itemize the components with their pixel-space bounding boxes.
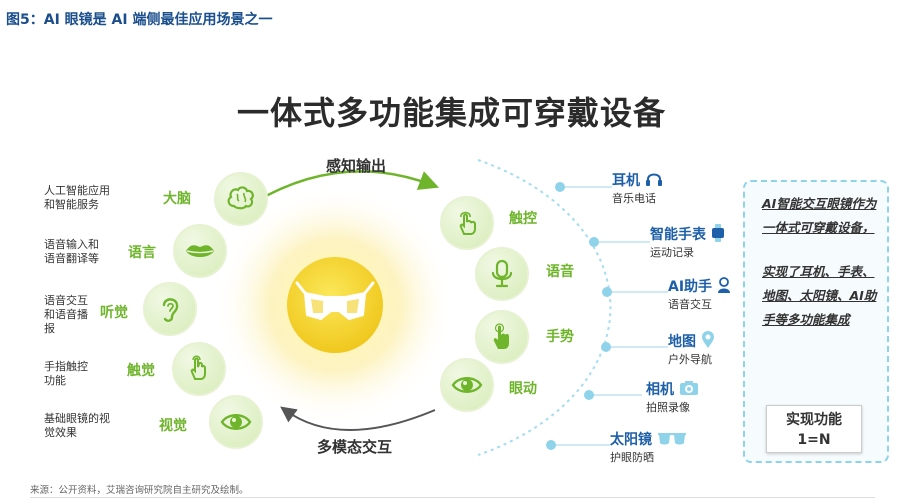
left-item-4-line-2: 功能	[44, 374, 66, 387]
left-item-4-label: 触觉	[127, 363, 155, 379]
left-item-3-line-3: 报	[44, 322, 55, 335]
left-item-5-desc: 基础眼镜的视 觉效果	[44, 412, 110, 440]
feature-assistant: AI助手 语音交互	[668, 276, 731, 312]
feature-watch-sub: 运动记录	[650, 246, 694, 259]
assistant-icon	[718, 277, 731, 293]
right-item-2-label: 语音	[546, 264, 574, 280]
footer-divider	[30, 497, 875, 498]
left-item-4-desc: 手指触控 功能	[44, 360, 88, 388]
headphones-icon	[646, 173, 663, 186]
function-box-line-1: 实现功能	[786, 412, 842, 428]
feature-headphones-sub: 音乐电话	[612, 192, 656, 205]
main-title: 一体式多功能集成可穿戴设备	[236, 94, 666, 132]
left-item-3-label: 听觉	[100, 305, 128, 321]
sunglasses-icon	[658, 433, 687, 445]
ear-icon	[143, 282, 197, 336]
feature-map: 地图 户外导航	[668, 331, 715, 367]
bottom-arrow	[280, 406, 436, 431]
gesture-hand-icon	[475, 310, 529, 364]
top-arrow	[249, 170, 440, 207]
right-item-3-label: 手势	[546, 329, 574, 345]
left-item-3-line-1: 语音交互	[44, 294, 88, 307]
feature-assistant-sub: 语音交互	[668, 298, 712, 311]
map-pin-icon	[702, 331, 715, 348]
feature-sunglasses-title: 太阳镜	[610, 432, 652, 448]
figure-title: 图5：AI 眼镜是 AI 端侧最佳应用场景之一	[6, 12, 273, 28]
feature-watch: 智能手表 运动记录	[650, 224, 725, 260]
left-item-5-label: 视觉	[159, 418, 187, 434]
left-item-2-line-1: 语音输入和	[44, 238, 99, 251]
eye-icon-left	[209, 395, 263, 449]
function-box-line-2: 1=N	[797, 432, 831, 448]
touch-finger-icon	[440, 196, 494, 250]
feature-headphones: 耳机 音乐电话	[612, 170, 663, 206]
left-item-2-line-2: 语音翻译等	[44, 252, 99, 265]
watch-icon	[712, 224, 725, 242]
microphone-icon	[475, 247, 529, 301]
summary-para-2: 实现了耳机、手表、地图、太阳镜、AI助手等多功能集成	[762, 264, 877, 327]
camera-icon	[680, 381, 699, 395]
right-item-4-label: 眼动	[509, 381, 537, 397]
feature-camera-title: 相机	[646, 382, 674, 398]
left-item-4-line-1: 手指触控	[44, 360, 88, 373]
feature-camera: 相机 拍照录像	[646, 379, 699, 415]
left-item-5-line-2: 觉效果	[44, 426, 77, 439]
brain-icon	[214, 172, 268, 226]
feature-watch-title: 智能手表	[650, 227, 706, 243]
feature-assistant-title: AI助手	[668, 279, 713, 295]
summary-para-1: AI智能交互眼镜作为一体式可穿戴设备，	[762, 196, 877, 235]
right-item-1-label: 触控	[509, 211, 537, 227]
left-item-2-label: 语言	[128, 245, 156, 261]
arc-label-bottom: 多模态交互	[317, 438, 393, 456]
hand-touch-icon	[172, 342, 226, 396]
left-item-2-desc: 语音输入和 语音翻译等	[44, 238, 99, 266]
feature-map-sub: 户外导航	[668, 353, 712, 366]
left-item-5-line-1: 基础眼镜的视	[44, 412, 110, 425]
left-item-3-line-2: 和语音播	[44, 308, 88, 321]
arc-label-top: 感知输出	[326, 157, 387, 175]
summary-text: AI智能交互眼镜作为一体式可穿戴设备， 实现了耳机、手表、地图、太阳镜、AI助手…	[762, 192, 880, 332]
feature-sunglasses-sub: 护眼防晒	[610, 451, 654, 464]
left-item-3-desc: 语音交互 和语音播 报	[44, 294, 88, 336]
left-item-1-line-2: 和智能服务	[44, 198, 99, 211]
feature-camera-sub: 拍照录像	[646, 401, 690, 414]
lips-icon	[173, 224, 227, 278]
feature-map-title: 地图	[668, 334, 696, 350]
feature-headphones-title: 耳机	[612, 173, 640, 189]
outer-arc	[477, 159, 612, 456]
left-item-1-desc: 人工智能应用 和智能服务	[44, 184, 110, 212]
source-note: 来源：公开资料，艾瑞咨询研究院自主研究及绘制。	[30, 485, 249, 496]
left-item-1-line-1: 人工智能应用	[44, 184, 110, 197]
glasses-icon	[295, 281, 375, 320]
feature-sunglasses: 太阳镜 护眼防晒	[610, 429, 687, 465]
function-box: 实现功能 1=N	[766, 405, 862, 453]
eye-icon-right	[440, 358, 494, 412]
left-item-1-label: 大脑	[163, 191, 191, 207]
